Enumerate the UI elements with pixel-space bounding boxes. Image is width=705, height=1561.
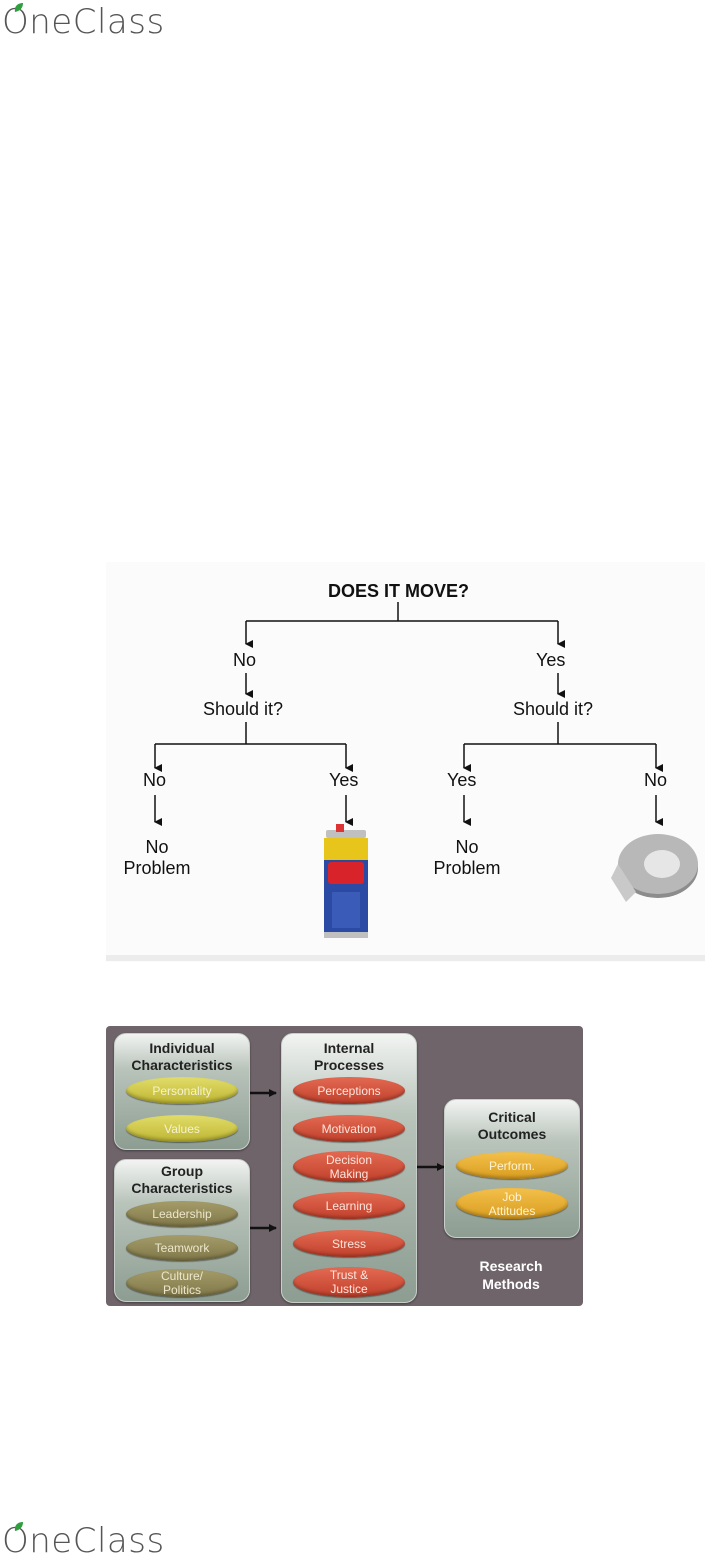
title-line-2: Characteristics	[131, 1057, 233, 1073]
pill-values: Values	[126, 1115, 238, 1142]
question-left: Should it?	[203, 699, 284, 719]
box-title: Internal Processes	[282, 1040, 416, 1074]
answer-right-no: No	[644, 770, 668, 790]
pill-line-1: Trust &	[329, 1268, 369, 1282]
pill-culture-politics: Culture/ Politics	[126, 1269, 238, 1297]
question-right: Should it?	[513, 699, 594, 719]
oneclass-logo: OneClass	[2, 2, 165, 42]
pill-line-2: Justice	[330, 1282, 368, 1296]
answer-left-no: No	[143, 770, 167, 790]
flowchart-bottom-border	[106, 955, 705, 961]
result-line-2: Problem	[433, 858, 501, 878]
answer-right-yes: Yes	[447, 770, 477, 790]
title-line-2: Processes	[313, 1057, 385, 1073]
answer-left-yes: Yes	[329, 770, 359, 790]
flowchart-connectors	[154, 602, 698, 938]
apple-leaf-icon	[14, 1522, 23, 1531]
title-line-1: Critical	[488, 1109, 536, 1125]
pill-decision-making: Decision Making	[293, 1151, 405, 1182]
apple-leaf-icon	[14, 3, 23, 12]
does-it-move-flowchart: DOES IT MOVE? No Yes Should it? Should i…	[106, 562, 705, 962]
ob-model-diagram: Individual Characteristics Personality V…	[106, 1026, 583, 1306]
title-line-2: Outcomes	[477, 1126, 547, 1142]
wd40-can-icon	[324, 824, 368, 938]
group-characteristics-box: Group Characteristics Leadership Teamwor…	[114, 1159, 250, 1302]
logo-text: OneClass	[2, 1521, 165, 1561]
research-line-1: Research	[479, 1258, 543, 1274]
title-line-1: Group	[161, 1163, 203, 1179]
pill-personality: Personality	[126, 1077, 238, 1104]
title-line-1: Internal	[323, 1040, 375, 1056]
pill-line-2: Politics	[162, 1283, 201, 1297]
pill-performance: Perform.	[456, 1152, 568, 1179]
pill-line-2: Making	[329, 1166, 369, 1181]
research-methods-label: Research Methods	[466, 1257, 556, 1293]
result-no-problem-right: No Problem	[431, 837, 503, 879]
pill-motivation: Motivation	[293, 1115, 405, 1142]
answer-yes: Yes	[536, 650, 566, 670]
pill-stress: Stress	[293, 1230, 405, 1257]
result-line-1: No	[455, 837, 479, 857]
oneclass-logo-footer: OneClass	[2, 1521, 165, 1561]
pill-line-1: Decision	[325, 1152, 373, 1167]
result-line-2: Problem	[123, 858, 191, 878]
pill-line-1: Culture/	[160, 1269, 204, 1283]
critical-outcomes-box: Critical Outcomes Perform. Job Attitudes	[444, 1099, 580, 1238]
title-line-1: Individual	[149, 1040, 215, 1056]
box-title: Group Characteristics	[115, 1163, 249, 1197]
pill-perceptions: Perceptions	[293, 1077, 405, 1104]
internal-processes-box: Internal Processes Perceptions Motivatio…	[281, 1033, 417, 1303]
flowchart-title: DOES IT MOVE?	[328, 581, 470, 601]
research-line-2: Methods	[482, 1276, 540, 1292]
pill-job-attitudes: Job Attitudes	[456, 1188, 568, 1219]
individual-characteristics-box: Individual Characteristics Personality V…	[114, 1033, 250, 1150]
pill-line-1: Job	[502, 1189, 522, 1204]
box-title: Individual Characteristics	[115, 1040, 249, 1074]
pill-learning: Learning	[293, 1192, 405, 1219]
pill-leadership: Leadership	[126, 1201, 238, 1227]
logo-text: OneClass	[2, 2, 165, 42]
title-line-2: Characteristics	[131, 1180, 233, 1196]
pill-line-2: Attitudes	[488, 1203, 536, 1218]
pill-trust-justice: Trust & Justice	[293, 1267, 405, 1297]
duct-tape-icon	[611, 834, 698, 902]
answer-no: No	[233, 650, 257, 670]
ob-arrows	[248, 1089, 445, 1232]
box-title: Critical Outcomes	[445, 1109, 579, 1143]
result-no-problem-left: No Problem	[121, 837, 193, 879]
pill-teamwork: Teamwork	[126, 1235, 238, 1261]
result-line-1: No	[145, 837, 169, 857]
